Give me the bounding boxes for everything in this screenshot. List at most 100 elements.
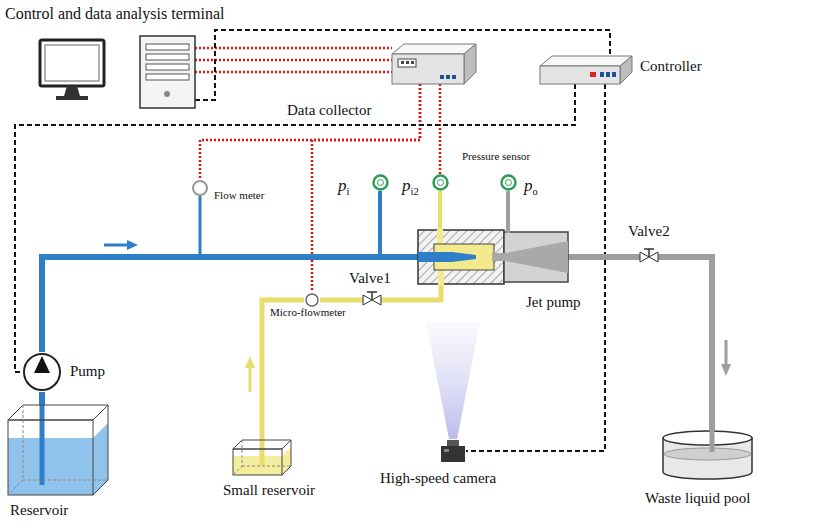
pipe — [39, 392, 45, 405]
drawing-part — [260, 440, 265, 465]
drawing-part — [93, 405, 108, 495]
computer-terminal-shape — [40, 36, 195, 108]
drawing-part — [374, 176, 388, 190]
drawing-part — [8, 405, 23, 495]
data-collector-shape — [392, 42, 476, 84]
reservoir-tank-shape — [8, 405, 108, 495]
waste-pool: Waste liquid pool — [660, 430, 755, 480]
flow-meter-outline — [193, 181, 207, 195]
waste-pool-outline — [663, 430, 752, 479]
valve-symbol-shape — [640, 249, 658, 265]
drawing-part — [590, 72, 596, 77]
part-label: Control and data analysis terminal — [5, 5, 225, 23]
drawing-part — [146, 54, 189, 60]
drawing-part — [464, 44, 476, 84]
pipe — [568, 254, 640, 260]
data-collector: Data collector — [392, 42, 476, 84]
drawing-part — [392, 44, 476, 54]
pump-symbol: Pump — [22, 352, 62, 392]
drawing-part — [140, 36, 195, 108]
drawing-part — [438, 268, 444, 286]
drawing-part — [193, 181, 207, 195]
part-label: Reservoir — [10, 502, 68, 519]
part-label: Valve1 — [349, 270, 391, 287]
drawing-part: i — [347, 186, 350, 197]
drawing-part — [540, 56, 632, 66]
drawing-part — [648, 249, 650, 257]
drawing-part — [392, 54, 464, 84]
jet-pump: Jet pump — [418, 228, 568, 286]
drawing-part — [506, 180, 512, 186]
flow-arrow — [721, 340, 731, 376]
drawing-part — [612, 72, 616, 77]
micro-flowmeter-shape — [304, 292, 320, 308]
drawing-part — [146, 64, 189, 70]
micro-flowmeter: Micro-flowmeter — [304, 292, 320, 308]
pipe — [380, 191, 418, 257]
waste-pool-shape — [660, 430, 755, 480]
drawing-part — [23, 480, 108, 481]
micro-flowmeter-outline — [306, 294, 318, 306]
valve-symbol-shape — [363, 292, 381, 308]
pressure-sensor-shape — [432, 174, 449, 191]
drawing-part — [64, 86, 80, 96]
part-label: Waste liquid pool — [645, 490, 750, 507]
high-speed-camera-outline — [441, 440, 465, 462]
drawing-part — [146, 74, 189, 80]
drawing-part — [363, 295, 372, 305]
drawing-part — [146, 44, 189, 50]
drawing-part — [372, 295, 381, 305]
drawing-part — [378, 180, 384, 186]
drawing-part — [418, 252, 476, 262]
drawing-part — [306, 294, 318, 306]
small-reservoir-outline — [233, 440, 291, 475]
arrow-shaft — [725, 340, 728, 364]
drawing-part — [640, 252, 649, 262]
drawing-part — [401, 61, 404, 64]
pipe — [42, 257, 418, 352]
high-speed-camera: High-speed camera — [440, 440, 466, 462]
drawing-part — [8, 420, 93, 495]
drawing-part — [282, 440, 291, 475]
drawing-part — [540, 66, 620, 84]
pressure-sensor-outline — [502, 176, 516, 190]
part-label: Controller — [640, 58, 702, 75]
drawing-part — [664, 448, 751, 460]
pipe — [320, 298, 363, 303]
drawing-part — [45, 45, 99, 81]
reservoir-tank: Reservoir — [8, 405, 108, 495]
drawing-part: o — [533, 186, 538, 197]
pipe — [658, 257, 712, 430]
signal-wire — [195, 71, 392, 74]
part-label: Pressure sensor — [462, 150, 530, 162]
pressure-sensor: po — [500, 174, 517, 191]
pipe — [506, 191, 510, 228]
arrow-head — [721, 364, 731, 376]
part-label: Data collector — [287, 102, 372, 119]
drawing-part — [437, 228, 443, 246]
controller-box: Controller — [540, 54, 632, 84]
signal-wire — [200, 84, 420, 180]
drawing-part — [233, 440, 242, 475]
drawing-part — [367, 291, 377, 293]
part-label: Flow meter — [214, 189, 264, 201]
drawing-part — [438, 180, 444, 186]
high-speed-camera-shape — [440, 440, 466, 462]
drawing-part — [242, 466, 291, 467]
data-collector-outline — [392, 44, 476, 84]
drawing-part — [441, 446, 465, 462]
computer-terminal: Control and data analysis terminal — [40, 36, 195, 108]
part-label: Valve2 — [628, 223, 670, 240]
drawing-part — [502, 176, 516, 190]
signal-wire — [195, 47, 392, 50]
pipe — [381, 286, 441, 300]
reservoir-tank-outline — [8, 405, 108, 495]
small-reservoir-shape — [233, 440, 291, 475]
pump-symbol-shape — [22, 352, 62, 392]
drawing-part: i2 — [411, 186, 419, 197]
pump-symbol-outline — [24, 354, 60, 390]
drawing-part — [663, 431, 752, 445]
meter-stub — [199, 196, 202, 254]
control-wire — [15, 84, 575, 372]
drawing-part — [233, 449, 282, 475]
